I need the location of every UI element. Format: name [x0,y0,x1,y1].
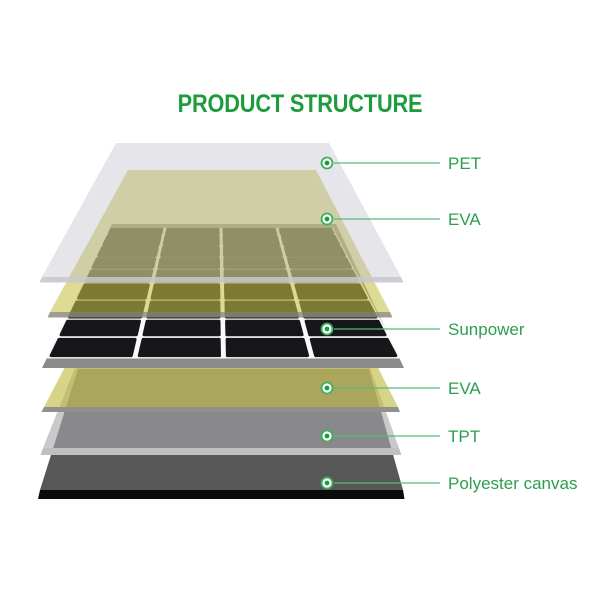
eva-upper-surface [50,170,390,312]
callout-group [320,156,440,490]
callout-marker-dot-sunpower [324,326,330,332]
callout-marker-dot-eva-upper [324,216,330,222]
solar-cell [225,337,310,358]
layer-pet [39,143,404,283]
solar-cell [309,337,398,358]
solar-cell [142,319,221,337]
polyester-front-edge [38,490,405,499]
callout-marker-dot-polyester [324,480,330,486]
callout-marker-dot-eva-lower [324,385,330,391]
page-title: PRODUCT STRUCTURE [178,90,423,118]
solar-cell [137,337,221,358]
layer-label-eva-lower: EVA [448,379,481,398]
solar-cell [49,337,137,358]
layer-eva-upper [47,170,393,318]
layer-label-polyester: Polyester canvas [448,474,577,493]
layer-label-pet: PET [448,154,481,173]
layer-label-sunpower: Sunpower [448,320,525,339]
solar-cell [59,319,141,337]
layer-label-tpt: TPT [448,427,480,446]
pet-surface [42,143,401,277]
layer-label-eva-upper: EVA [448,210,481,229]
eva-lower-front-edge [41,407,400,412]
solar-cell [225,319,304,337]
tpt-front-edge [40,448,402,455]
solar-cell [304,319,387,337]
callout-marker-dot-pet [324,160,330,166]
eva-upper-front-edge [47,312,393,318]
callout-marker-dot-tpt [324,433,330,439]
pet-front-edge [39,277,404,283]
